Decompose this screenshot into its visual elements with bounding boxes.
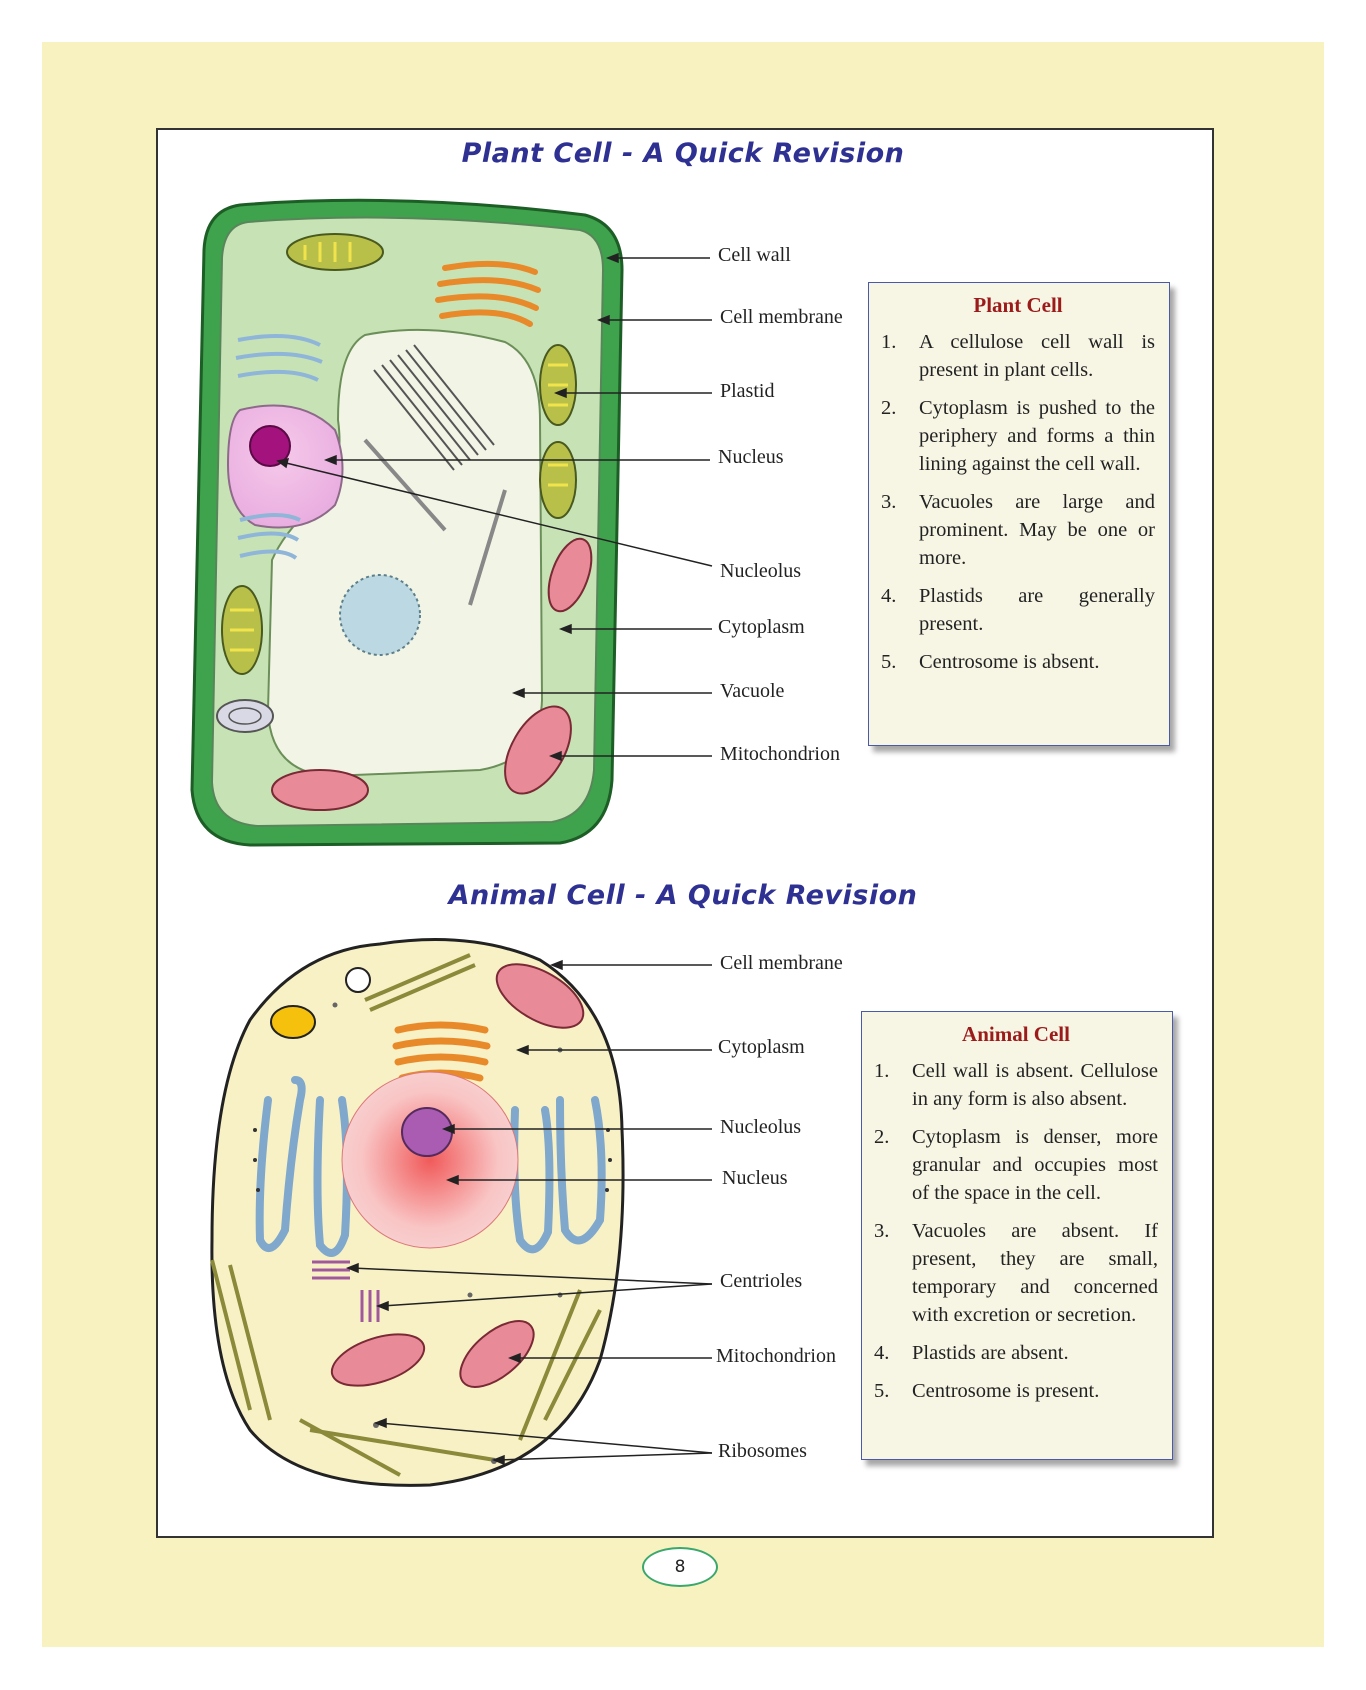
animal-cell-points: 1.Cell wall is absent. Cellulose in any …	[874, 1057, 1158, 1405]
animal-label-cytoplasm: Cytoplasm	[718, 1036, 805, 1058]
plant-golgi	[435, 260, 541, 327]
plant-label-cell-membrane: Cell membrane	[720, 306, 843, 328]
plant-label-cell-wall: Cell wall	[718, 244, 791, 266]
plant-point: 4.Plastids are generally present.	[881, 585, 1155, 635]
animal-point: 1.Cell wall is absent. Cellulose in any …	[874, 1060, 1158, 1110]
animal-cell-box-title: Animal Cell	[962, 1022, 1070, 1046]
animal-label-mitochondrion: Mitochondrion	[716, 1345, 836, 1367]
plant-cell-points: 1.A cellulose cell wall is present in pl…	[881, 328, 1155, 676]
animal-point: 4.Plastids are absent.	[874, 1342, 1069, 1364]
plant-point: 2.Cytoplasm is pushed to the periphery a…	[881, 397, 1155, 475]
animal-point: 5.Centrosome is present.	[874, 1380, 1100, 1402]
animal-nucleus	[341, 1071, 519, 1249]
animal-centrioles	[312, 1260, 380, 1322]
plant-point: 5.Centrosome is absent.	[881, 651, 1100, 673]
animal-label-nucleolus: Nucleolus	[720, 1116, 802, 1138]
plant-point: 1.A cellulose cell wall is present in pl…	[881, 331, 1155, 381]
plant-label-vacuole: Vacuole	[720, 680, 785, 702]
animal-label-nucleus: Nucleus	[722, 1167, 788, 1189]
plant-mitochondria	[271, 537, 593, 811]
animal-label-cell-membrane: Cell membrane	[720, 952, 843, 974]
plant-granule	[339, 574, 421, 656]
plant-label-mitochondrion: Mitochondrion	[720, 743, 840, 765]
plant-cell-box-title: Plant Cell	[973, 293, 1063, 317]
plant-vacuole	[266, 328, 544, 778]
plant-label-plastid: Plastid	[720, 380, 775, 402]
animal-label-ribosomes: Ribosomes	[718, 1440, 807, 1462]
page-number: 8	[642, 1547, 718, 1587]
animal-mitochondria	[330, 963, 585, 1388]
plant-nucleolus	[249, 425, 291, 467]
animal-point: 3.Vacuoles are absent. If present, they …	[874, 1220, 1158, 1326]
plant-point: 3.Vacuoles are large and prominent. May …	[881, 491, 1155, 569]
plant-label-nucleus: Nucleus	[718, 446, 784, 468]
animal-label-centrioles: Centrioles	[720, 1270, 803, 1292]
plant-cell-info-box: Plant Cell 1.A cellulose cell wall is pr…	[868, 282, 1170, 746]
plant-cell-heading: Plant Cell - A Quick Revision	[461, 138, 905, 169]
plant-label-nucleolus: Nucleolus	[720, 560, 802, 582]
plant-label-cytoplasm: Cytoplasm	[718, 616, 805, 638]
animal-cell-info-box: Animal Cell 1.Cell wall is absent. Cellu…	[861, 1011, 1173, 1460]
animal-point: 2.Cytoplasm is denser, more granular and…	[874, 1126, 1158, 1204]
animal-cell-heading: Animal Cell - A Quick Revision	[448, 880, 918, 911]
plant-er	[235, 334, 323, 560]
animal-nucleolus	[401, 1107, 453, 1157]
